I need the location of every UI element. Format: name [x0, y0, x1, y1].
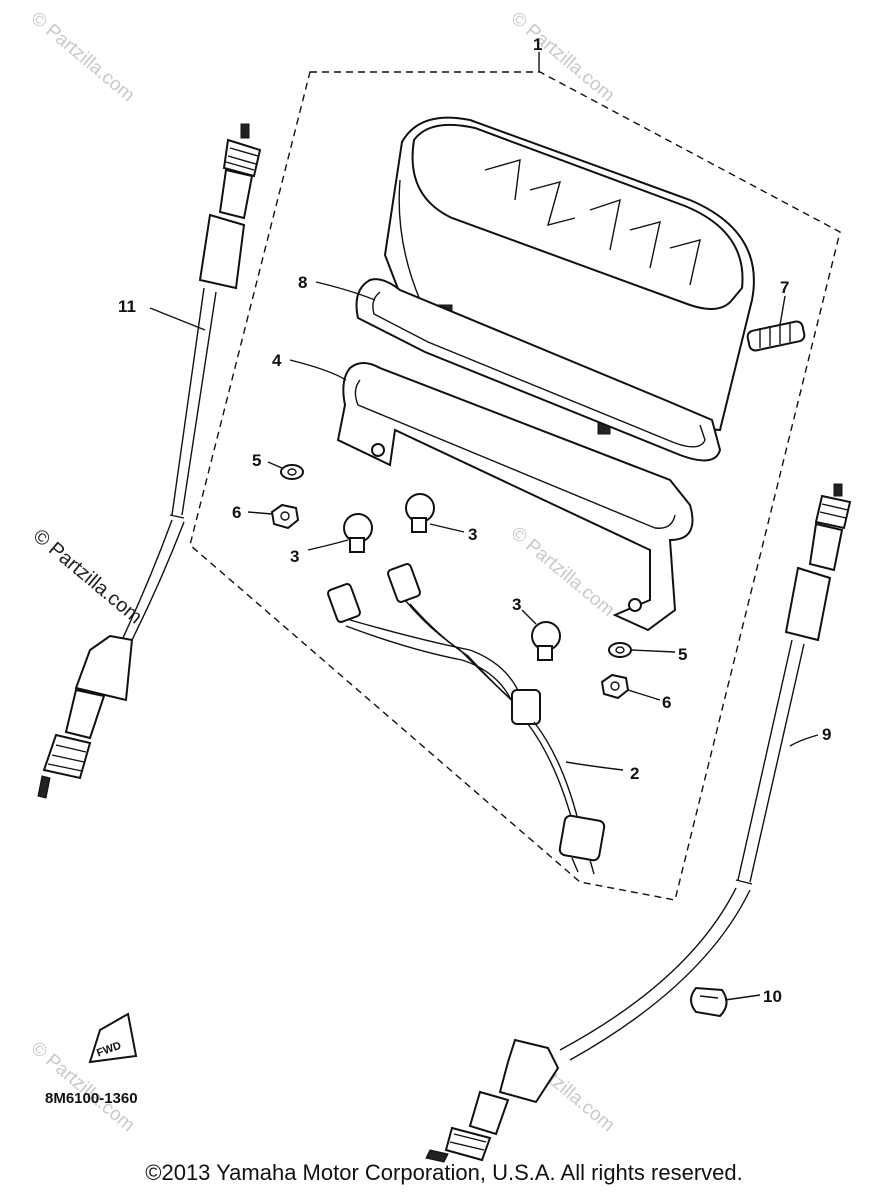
bulb-center — [405, 493, 435, 533]
front-arrow-icon: FWD — [88, 1012, 138, 1064]
callout-3-center: 3 — [468, 525, 477, 544]
callout-2: 2 — [630, 764, 639, 783]
cable-clamp — [690, 986, 728, 1018]
callouts: 1 8 7 4 5 6 3 3 3 5 6 11 2 9 10 — [118, 35, 831, 1006]
callout-5-right: 5 — [678, 645, 687, 664]
reset-knob — [746, 320, 806, 352]
callout-7: 7 — [780, 278, 789, 297]
gasket-inner — [372, 291, 706, 448]
gauge-marks — [484, 159, 701, 286]
callout-1: 1 — [533, 35, 542, 54]
assembly-boundary — [189, 71, 841, 901]
callout-4: 4 — [272, 351, 282, 370]
bracket-hole-right — [628, 598, 642, 612]
watermark-top-left: © Partzilla.com — [27, 8, 139, 106]
washer-right — [608, 642, 632, 658]
leader-lines — [149, 52, 819, 1001]
bulb-left — [343, 513, 373, 553]
bulb-lower — [531, 621, 561, 661]
nut-right — [600, 673, 630, 700]
callout-11: 11 — [118, 297, 136, 316]
callout-6-right: 6 — [662, 693, 671, 712]
meter-bracket-inner — [354, 379, 676, 529]
copyright-notice: ©2013 Yamaha Motor Corporation, U.S.A. A… — [145, 1160, 743, 1185]
meter-bracket — [336, 362, 694, 632]
washer-left — [280, 464, 304, 480]
meter-housing-edge — [398, 179, 421, 301]
gasket — [355, 278, 722, 462]
callout-3-left: 3 — [290, 547, 299, 566]
callout-3-lower: 3 — [512, 595, 521, 614]
callout-5-left: 5 — [252, 451, 261, 470]
bracket-hole-left — [371, 443, 385, 457]
cable-left — [37, 123, 262, 799]
callout-6-left: 6 — [232, 503, 241, 522]
watermark-center: © Partzilla.com — [507, 523, 619, 621]
callout-8: 8 — [298, 273, 307, 292]
watermark-top-center: © Partzilla.com — [507, 8, 619, 106]
watermark-left: © Partzilla.com — [29, 525, 146, 628]
nut-left — [270, 503, 300, 530]
callout-9: 9 — [822, 725, 831, 744]
meter-lens — [411, 123, 744, 310]
wire-harness — [327, 563, 606, 875]
callout-10: 10 — [763, 987, 782, 1006]
cable-right — [425, 483, 852, 1163]
diagram-code: 8M6100-1360 — [45, 1090, 138, 1107]
